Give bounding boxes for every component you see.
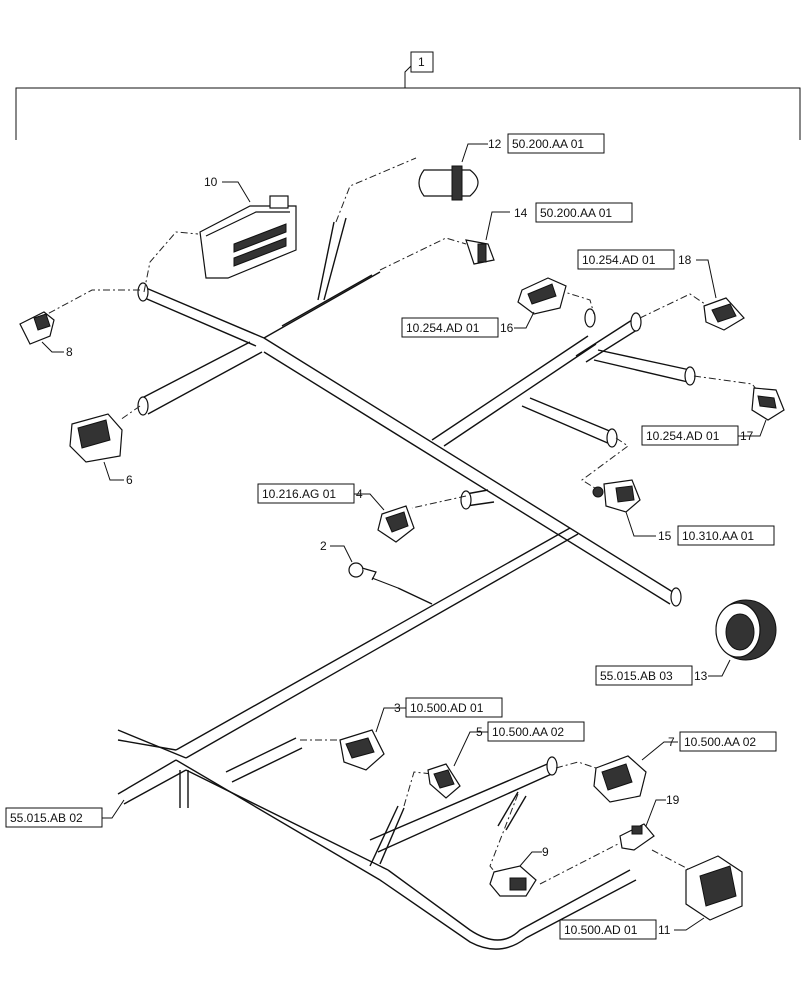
connector-4: [377, 505, 415, 543]
callout-11: 10.500.AD 01 11: [559, 919, 671, 940]
callout-reference: 10.254.AD 01: [646, 429, 720, 443]
callout-13: 55.015.AB 03 13: [595, 665, 708, 686]
connector-8: [19, 311, 55, 345]
callout-leaders: [41, 143, 767, 931]
callout-reference: 10.254.AD 01: [582, 253, 656, 267]
callout-number: 9: [542, 845, 549, 859]
callout-9: 9: [542, 845, 549, 859]
harness-trunk: [117, 217, 696, 950]
callout-number: 5: [476, 725, 483, 739]
callout-reference: 55.015.AB 02: [10, 811, 83, 825]
callout-4: 10.216.AG 01 4: [257, 483, 363, 504]
callout-reference: 10.500.AA 02: [684, 735, 756, 749]
callout-16: 10.254.AD 01 16: [401, 317, 514, 338]
callout-number: 15: [658, 529, 672, 543]
callout-reference: 50.200.AA 01: [540, 206, 612, 220]
callout-reference: 50.200.AA 01: [512, 137, 584, 151]
callout-number: 17: [740, 429, 754, 443]
connector-12: [418, 165, 479, 201]
connector-19: [619, 823, 655, 851]
callout-reference: 10.500.AD 01: [564, 923, 638, 937]
callout-19: 19: [666, 793, 680, 807]
assembly-number: 1: [418, 55, 425, 69]
connector-13: [715, 599, 777, 661]
callout-number: 16: [500, 321, 514, 335]
callout-15: 15 10.310.AA 01: [658, 525, 775, 546]
connector-16: [517, 277, 567, 315]
callout-number: 3: [394, 701, 401, 715]
connector-5: [427, 763, 461, 799]
connector-18: [703, 297, 745, 331]
assembly-bracket: 1: [15, 51, 801, 140]
connector-17: [751, 387, 785, 421]
connector-11: [685, 855, 743, 921]
connector-9: [489, 865, 537, 897]
callout-number: 12: [488, 137, 502, 151]
connector-14: [465, 239, 495, 265]
callout-number: 13: [694, 669, 708, 683]
callout-2: 2: [320, 539, 327, 553]
connector-15: [592, 479, 641, 513]
callout-reference: 10.500.AD 01: [410, 701, 484, 715]
connector-7: [593, 755, 647, 803]
callout-3: 3 10.500.AD 01: [394, 697, 503, 718]
callout-6: 6: [126, 473, 133, 487]
callout-17: 10.254.AD 01 17: [641, 425, 754, 446]
callout-12: 12 50.200.AA 01: [488, 133, 605, 154]
connector-6: [69, 413, 123, 463]
callout-7: 7 10.500.AA 02: [668, 731, 777, 752]
callout-number: 14: [514, 206, 528, 220]
callout-reference: 10.216.AG 01: [262, 487, 336, 501]
callout-8: 8: [66, 345, 73, 359]
callout-18: 10.254.AD 01 18: [577, 249, 692, 270]
callout-number: 4: [356, 487, 363, 501]
callout-number: 2: [320, 539, 327, 553]
callout-number: 19: [666, 793, 680, 807]
connector-10: [199, 195, 297, 279]
callout-5: 5 10.500.AA 02: [476, 721, 585, 742]
callout-number: 8: [66, 345, 73, 359]
callout-number: 7: [668, 735, 675, 749]
callout-number: 11: [658, 923, 671, 937]
callout-reference: 55.015.AB 03: [600, 669, 673, 683]
connector-3: [339, 729, 385, 771]
callout-10: 10: [204, 175, 218, 189]
callout-number: 10: [204, 175, 218, 189]
callout-reference: 10.310.AA 01: [682, 529, 754, 543]
callout-reference: 10.500.AA 02: [492, 725, 564, 739]
callout-14: 14 50.200.AA 01: [514, 202, 633, 223]
ring-terminal-2: [348, 562, 399, 589]
callout-harness-end: 55.015.AB 02: [5, 807, 103, 828]
callout-number: 6: [126, 473, 133, 487]
callout-reference: 10.254.AD 01: [406, 321, 480, 335]
callout-number: 18: [678, 253, 692, 267]
